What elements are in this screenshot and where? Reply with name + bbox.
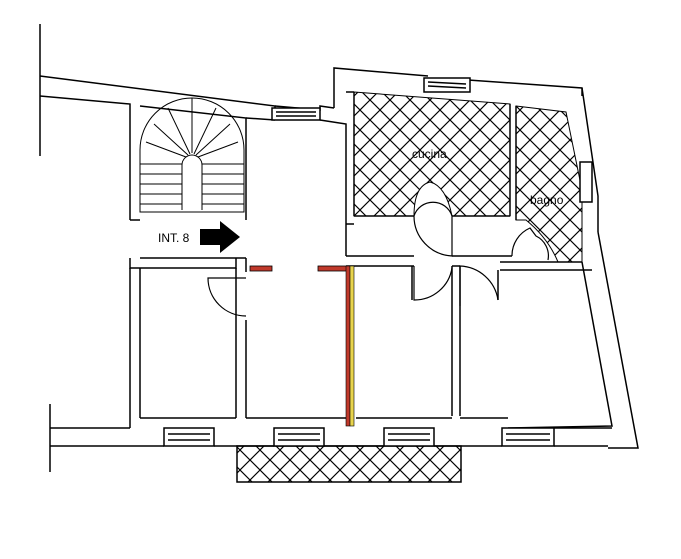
kitchen-label: cucina <box>412 147 447 161</box>
balcony-tile-area <box>236 445 462 483</box>
staircase <box>139 97 245 213</box>
new-walls <box>249 265 355 427</box>
entrance-label: INT. 8 <box>158 231 190 245</box>
doors <box>207 201 549 317</box>
bathroom-tile-area <box>515 105 583 263</box>
walls <box>39 24 639 472</box>
bathroom-label: bagno <box>530 193 564 207</box>
entrance-arrow-icon <box>200 221 240 253</box>
